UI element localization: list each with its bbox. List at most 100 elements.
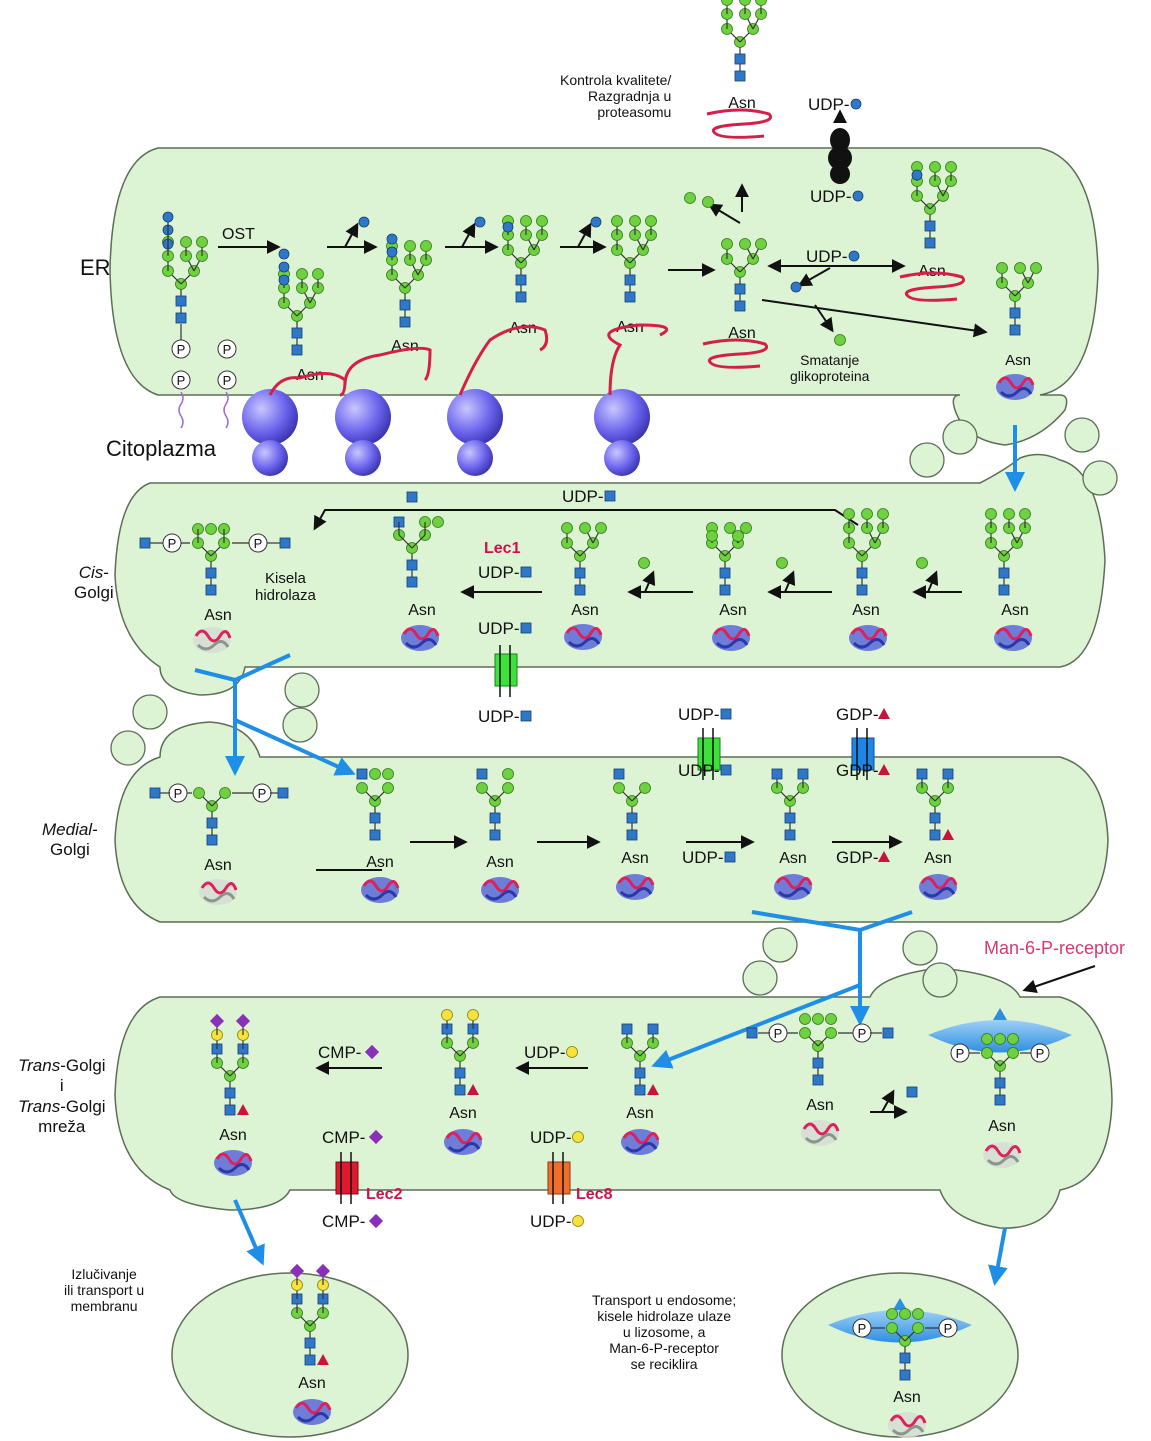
label-medial-golgi-italic: Medial [42,820,93,839]
mannose-icon [739,238,751,250]
sialic-acid-icon [209,1013,225,1029]
sugar-donor-text: UDP- [678,761,720,780]
asn-label: Asn [779,850,807,867]
label-cis-golgi-golgi: Golgi [74,583,114,603]
mannose-icon [799,1013,811,1025]
glcnac-icon [797,768,809,780]
glcnac-icon [998,567,1010,579]
sugar-donor: CMP- [322,1128,384,1147]
mannose-icon [629,215,641,227]
mannose-icon [706,530,718,542]
sugar-donor: GDP- [836,761,890,780]
asn-label: Asn [486,854,514,871]
mannose-icon [502,768,514,780]
glcnac-icon [515,291,527,303]
sugar-donor: UDP- [478,707,532,726]
asn-label: Asn [719,602,747,619]
glcnac-icon [906,1086,918,1098]
sugar-donor: UDP- [808,95,862,114]
mannose-icon [799,1027,811,1039]
secretory-vesicle [171,1272,409,1438]
mannose-icon [721,0,733,6]
phosphate-label: P [177,373,186,388]
glcnac-icon [784,829,796,841]
glcnac-icon [175,295,187,307]
sugar-donor: CMP- [322,1212,384,1231]
sugar-donor-text: GDP- [836,761,879,780]
glucose-icon [474,216,486,228]
sugar-donor: UDP- [478,619,532,638]
glcnac-icon [574,567,586,579]
unfolded-coil [702,338,768,369]
sugar-donor-text: CMP- [322,1128,365,1147]
mannose-icon [912,1308,924,1320]
asn-label: Asn [366,854,394,871]
phosphate-label: P [177,342,186,357]
mannose-icon [561,522,573,534]
mannose-icon [180,236,192,248]
glcnac-icon [994,1094,1006,1106]
glcnac-icon [149,787,161,799]
folded-protein-icon [849,625,888,651]
label-trans-conj: i [59,1076,64,1096]
hydrolase-line-1: Kisela [265,570,306,587]
glcnac-icon [734,300,746,312]
polypeptide-chain [607,323,669,396]
sugar-donor-text: CMP- [318,1043,361,1062]
asn-label: Asn [852,602,880,619]
glcnac-icon [746,1027,758,1039]
secretion-line-2: ili transport u [64,1282,145,1299]
label-secretion: Izlučivanje ili transport u membranu [64,1266,144,1314]
ribosomes [242,389,650,476]
label-cytoplasm: Citoplazma [106,436,217,461]
label-cis-golgi-italic: Cis [78,563,104,582]
folded-protein-icon [564,624,603,650]
sugar-donor: UDP- [562,487,616,506]
mannose-icon [645,215,657,227]
fucose-icon [317,1354,329,1365]
glcnac-icon [998,584,1010,596]
label-folding: Smatanje glikoproteina [790,352,869,384]
phosphate-icon [217,370,237,390]
sugar-donor: UDP- [530,1128,584,1147]
label-cis-golgi-dash: - [103,563,109,582]
glcnac-icon [304,1337,316,1349]
glcnac-icon [924,237,936,249]
mannose-icon [877,508,889,520]
mannose-icon [912,1322,924,1334]
glucose-icon [278,261,290,273]
sugar-donor-text: UDP- [810,187,852,206]
glcnac-icon [856,567,868,579]
glcnac-icon [634,1084,646,1096]
fucose-icon [942,829,954,840]
mannose-icon [193,787,205,799]
glcnac-icon [291,344,303,356]
glucose-icon [278,274,290,286]
folded-protein-icon [616,874,655,900]
label-medial-golgi-dash: - [92,820,98,839]
glcnac-icon [734,283,746,295]
mannose-icon [196,236,208,248]
hydrolase-line-2: hidrolaza [255,587,316,605]
mannose-icon [356,782,368,794]
glcnac-icon [624,291,636,303]
phosphate-label: P [168,536,177,551]
folded-protein-icon [199,879,238,905]
endo-line-3: u lizosome, a [622,1324,706,1341]
phosphate-label: P [956,1046,965,1061]
mannose-icon [639,782,651,794]
mannose-icon [739,0,751,6]
sugar-donor-text: UDP- [682,848,724,867]
glcnac-icon [369,812,381,824]
mannose-icon [613,782,625,794]
label-trans-golgi: Trans-Golgi i Trans-Golgi mreža [18,1056,106,1138]
secretion-line-3: membranu [70,1298,138,1315]
mannose-icon [981,1033,993,1045]
phosphate-icon [1030,1043,1050,1063]
glcnac-icon [175,312,187,324]
label-quality-control: Kontrola kvalitete/ Razgradnja u proteas… [560,72,671,120]
medial-golgi-compartment [114,721,1109,923]
glucose-icon [911,169,923,181]
label-trans-rest-1: -Golgi [60,1056,106,1075]
